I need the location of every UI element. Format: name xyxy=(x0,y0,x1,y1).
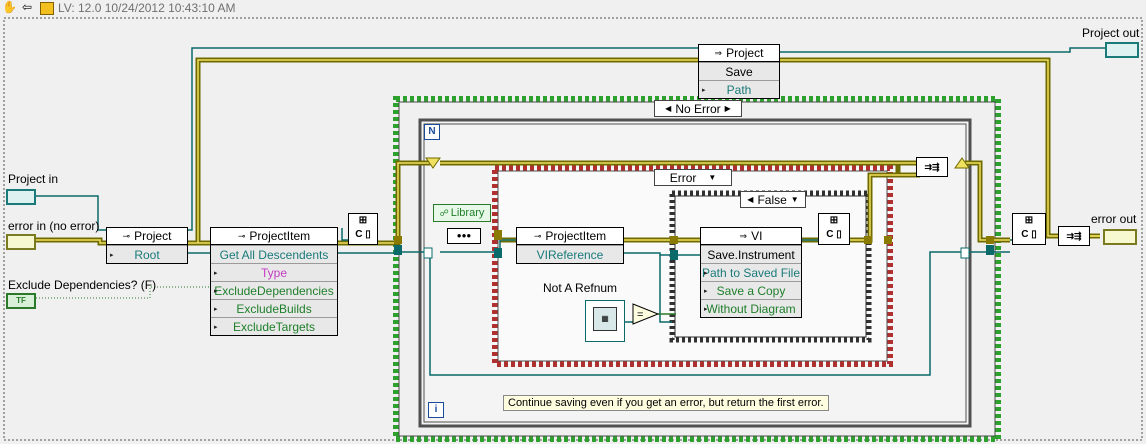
property-node-icon: ⊸ xyxy=(237,230,246,241)
invoke-node-icon: ⇒ xyxy=(739,230,748,241)
invoke-node-icon: ⇒ xyxy=(714,47,723,58)
close-vi-reference-icon[interactable]: ⊞C ▯ xyxy=(818,213,850,245)
property-node-icon: ⊸ xyxy=(533,230,542,241)
exclude-deps-wire xyxy=(36,286,210,299)
error-out-label: error out xyxy=(1091,212,1137,226)
project-ref-wire-in xyxy=(36,195,106,231)
tunnel-case-ref-in xyxy=(494,248,502,258)
dropdown-icon[interactable]: ▼ xyxy=(790,195,799,204)
tunnel-err-in xyxy=(394,236,402,244)
not-a-refnum-constant[interactable]: ▦ xyxy=(585,300,625,342)
selector-decrement-icon[interactable]: ◀ xyxy=(665,104,672,113)
row-get-all-descendents[interactable]: Get All Descendents xyxy=(211,245,337,263)
title-bar: ✋ ⇦ LV: 12.0 10/24/2012 10:43:10 AM xyxy=(0,0,1146,16)
equal-sign: = xyxy=(637,309,643,321)
row-exclude-builds[interactable]: ▸ExcludeBuilds xyxy=(211,299,337,317)
row-save[interactable]: Save xyxy=(699,62,779,80)
outer-case-frame xyxy=(393,96,1001,442)
project-save-invoke-node[interactable]: ⇒ Project Save ▸Path xyxy=(698,44,780,99)
tunnel-bool-err-in xyxy=(670,236,678,244)
property-node-icon: ⊸ xyxy=(122,230,131,241)
row-without-diagram[interactable]: ▸Without Diagram xyxy=(701,299,801,317)
dropdown-icon[interactable]: ▼ xyxy=(708,173,717,182)
project-save-header: ⇒ Project xyxy=(699,45,779,62)
shift-register-left xyxy=(425,157,441,169)
error-case-selector[interactable]: Error ▼ xyxy=(654,169,732,186)
project-root-title: Project xyxy=(134,229,172,243)
back-arrow-icon[interactable]: ⇦ xyxy=(22,0,33,14)
row-exclude-targets[interactable]: ▸ExcludeTargets xyxy=(211,317,337,335)
exclude-dependencies-label: Exclude Dependencies? (F) xyxy=(8,278,157,292)
outer-case-selector[interactable]: ◀ No Error ▶ xyxy=(654,100,742,117)
vi-save-header: ⇒ VI xyxy=(701,228,801,245)
loop-count-terminal[interactable]: N xyxy=(424,124,440,140)
for-loop-inner-line xyxy=(423,123,967,423)
library-class-constant[interactable]: ☍ Library xyxy=(433,204,491,222)
tunnel-case-err-out xyxy=(884,236,892,244)
row-exclude-dependencies[interactable]: ▸ExcludeDependencies xyxy=(211,281,337,299)
close-reference-icon[interactable]: ⊞C ▯ xyxy=(348,213,378,245)
loop-iteration-terminal: i xyxy=(428,402,444,418)
project-in-label: Project in xyxy=(8,172,59,186)
equal-comparison xyxy=(632,303,660,325)
error-out-terminal[interactable] xyxy=(1103,229,1137,245)
tunnel-ref-in xyxy=(394,245,402,255)
hand-tool-icon[interactable]: ✋ xyxy=(2,0,17,14)
row-save-instrument[interactable]: Save.Instrument xyxy=(701,245,801,263)
class-icon: ☍ xyxy=(439,207,449,218)
close-ref-wire xyxy=(341,228,348,241)
error-in-terminal[interactable] xyxy=(6,234,36,250)
labview-vi-icon xyxy=(40,2,54,15)
loop-index-tunnel xyxy=(423,247,433,259)
vi-ref-to-compare xyxy=(659,255,672,323)
tunnel-case-err-in xyxy=(494,230,502,240)
tunnel-bool-ref-in xyxy=(670,250,678,260)
tunnel-bool-err-out xyxy=(864,236,872,244)
row-vireference[interactable]: VIReference xyxy=(517,245,623,263)
not-a-refnum-label: Not A Refnum xyxy=(543,281,618,295)
row-type[interactable]: ▸Type xyxy=(211,263,337,281)
project-out-terminal[interactable] xyxy=(1105,42,1139,58)
selector-decrement-icon[interactable]: ◀ xyxy=(747,195,754,204)
bool-case-selector[interactable]: ◀ False ▼ xyxy=(740,191,806,208)
row-path-to-saved-file[interactable]: ▸Path to Saved File xyxy=(701,263,801,281)
project-ref-wire-top xyxy=(186,47,700,231)
project-root-header: ⊸ Project xyxy=(107,228,187,245)
project-item-property-node[interactable]: ⊸ ProjectItem Get All Descendents ▸Type … xyxy=(210,227,338,336)
row-save-a-copy[interactable]: ▸Save a Copy xyxy=(701,281,801,299)
version-label: LV: 12.0 10/24/2012 10:43:10 AM xyxy=(58,1,236,15)
refnum-icon: ▦ xyxy=(593,307,617,331)
item-to-vi-wire xyxy=(440,239,516,253)
exclude-dependencies-terminal[interactable]: TF xyxy=(6,293,36,309)
project-item-vi-header: ⊸ ProjectItem xyxy=(517,228,623,245)
selector-increment-icon[interactable]: ▶ xyxy=(724,104,731,113)
vi-save-instrument-node[interactable]: ⇒ VI Save.Instrument ▸Path to Saved File… xyxy=(700,227,802,318)
project-ref-wire-out xyxy=(778,47,1105,53)
diagram-comment: Continue saving even if you get an error… xyxy=(503,395,829,411)
row-path[interactable]: ▸Path xyxy=(699,80,779,98)
merge-errors-icon[interactable]: ⇉⇶ xyxy=(916,157,948,177)
project-in-terminal[interactable] xyxy=(6,189,36,205)
merge-errors-output-icon[interactable]: ⇉⇶ xyxy=(1058,226,1090,246)
error-in-label: error in (no error) xyxy=(8,219,100,233)
tunnel-ref-out xyxy=(986,245,994,255)
close-project-reference-icon[interactable]: ⊞C ▯ xyxy=(1012,213,1046,245)
project-root-row-root[interactable]: ▸Root xyxy=(107,245,187,263)
tunnel-err-out xyxy=(986,236,994,244)
project-item-header: ⊸ ProjectItem xyxy=(211,228,337,245)
to-more-specific-class-icon[interactable]: ●●● xyxy=(447,228,481,244)
loop-out-tunnel xyxy=(960,247,970,259)
project-out-label: Project out xyxy=(1082,26,1140,40)
vi-ref-wire xyxy=(622,252,700,256)
project-root-property-node[interactable]: ⊸ Project ▸Root xyxy=(106,227,188,264)
shift-register-right xyxy=(954,157,970,169)
project-item-vireference-node[interactable]: ⊸ ProjectItem VIReference xyxy=(516,227,624,264)
